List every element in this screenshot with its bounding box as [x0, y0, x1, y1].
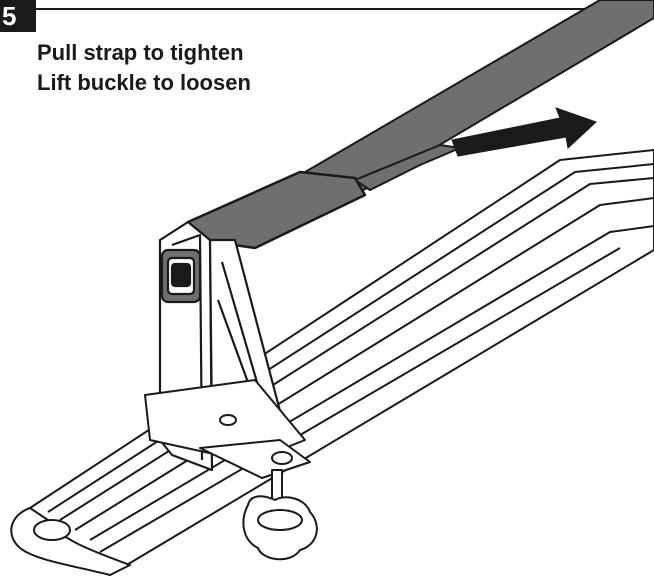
instruction-line-loosen: Lift buckle to loosen [37, 70, 251, 95]
strap-pad [186, 170, 367, 250]
instruction-line-tighten: Pull strap to tighten [37, 40, 244, 65]
arrow-right-icon [451, 107, 597, 157]
top-rule [0, 8, 654, 10]
clamp-assembly [144, 379, 318, 561]
instruction-text: Pull strap to tighten Lift buckle to loo… [37, 38, 251, 98]
roof-bar [10, 149, 654, 576]
step-number-badge: 5 [0, 0, 36, 32]
